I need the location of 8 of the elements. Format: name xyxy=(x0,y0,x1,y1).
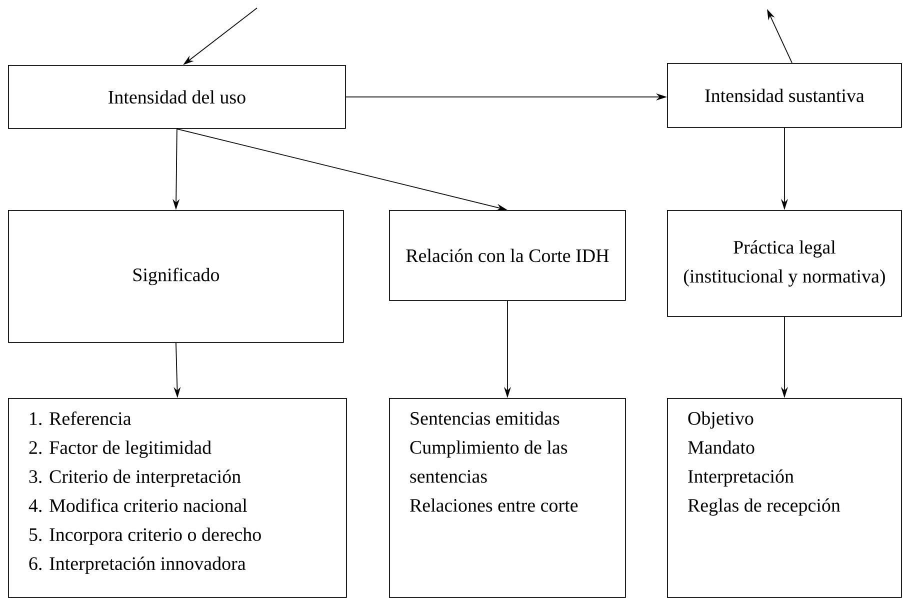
process-box: Práctica legal (institucional y normativa) xyxy=(667,210,902,317)
process-box: Significado xyxy=(8,210,344,343)
process-box: Intensidad del uso xyxy=(8,65,346,129)
process-box: Relación con la Corte IDH xyxy=(389,210,626,301)
process-box: Intensidad sustantiva xyxy=(667,63,902,128)
list-box: Objetivo Mandato Interpretación Reglas de recepción xyxy=(667,398,902,598)
list-box: Sentencias emitidas Cumplimiento de las sentencias Relaciones entre corte xyxy=(389,398,626,598)
list-box: 1. Referencia 2. Factor de legitimidad 3. Criterio de interpretación 4. Modifica criterio nacional 5. Incorpora criterio o derecho 6. Interpretación innovadora xyxy=(8,398,347,598)
